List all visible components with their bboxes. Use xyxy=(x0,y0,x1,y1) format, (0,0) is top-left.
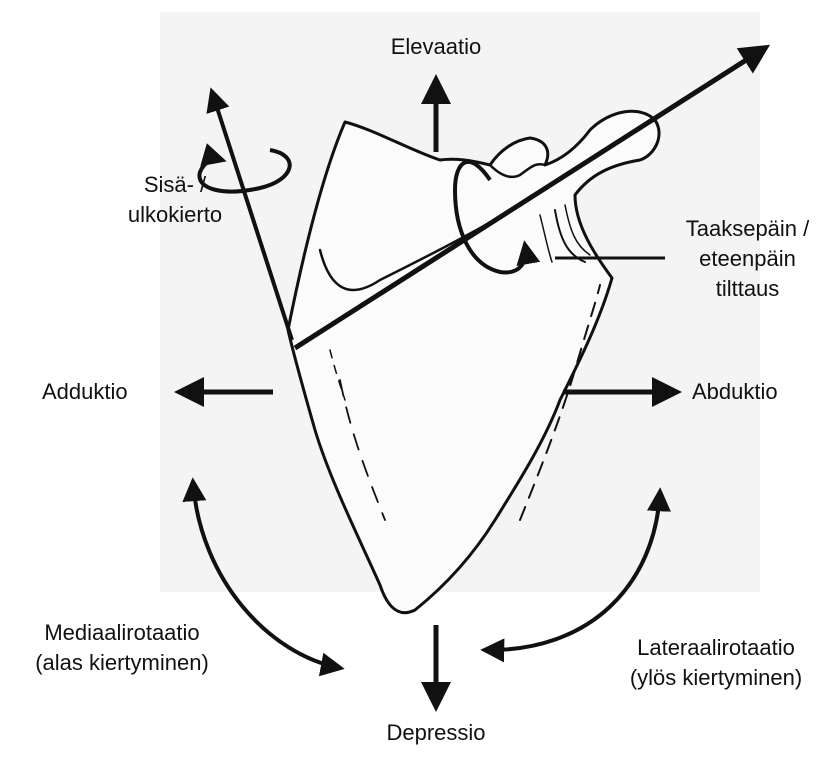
tilt-label: Taaksepäin / eteenpäin tilttaus xyxy=(670,214,825,304)
medial-rotation-label: Mediaalirotaatio (alas kiertyminen) xyxy=(6,618,238,678)
depression-label: Depressio xyxy=(356,718,516,748)
lateral-rotation-label: Lateraalirotaatio (ylös kiertyminen) xyxy=(602,633,830,693)
lateral-rotation-line-1: Lateraalirotaatio xyxy=(602,633,830,663)
tilt-line-3: tilttaus xyxy=(670,274,825,304)
internal-external-rotation-line-1: Sisä- / xyxy=(100,170,250,200)
elevation-label: Elevaatio xyxy=(366,32,506,62)
internal-external-rotation-line-2: ulkokierto xyxy=(100,200,250,230)
lateral-rotation-line-2: (ylös kiertyminen) xyxy=(602,663,830,693)
adduction-label: Adduktio xyxy=(42,377,128,407)
internal-external-rotation-label: Sisä- / ulkokierto xyxy=(100,170,250,230)
abduction-label: Abduktio xyxy=(692,377,778,407)
tilt-line-1: Taaksepäin / xyxy=(670,214,825,244)
tilt-line-2: eteenpäin xyxy=(670,244,825,274)
medial-rotation-line-2: (alas kiertyminen) xyxy=(6,648,238,678)
medial-rotation-line-1: Mediaalirotaatio xyxy=(6,618,238,648)
